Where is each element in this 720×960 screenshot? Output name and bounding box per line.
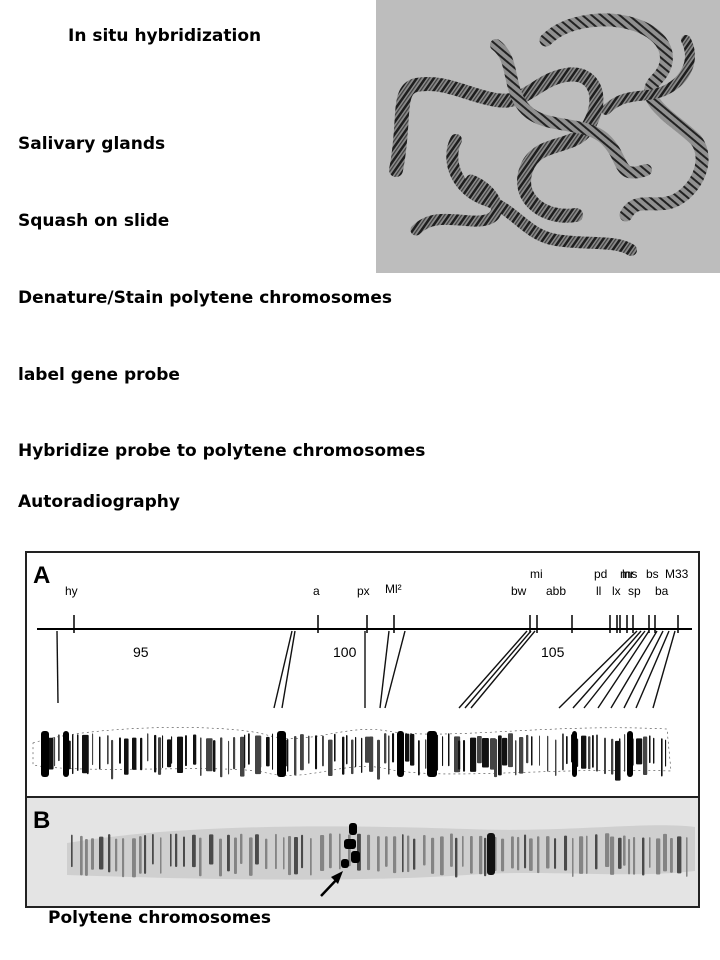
map-number-100: 100 xyxy=(333,644,357,660)
chromosome-drawing xyxy=(32,727,672,781)
gene-m33: M33 xyxy=(665,567,689,581)
step-salivary-glands: Salivary glands xyxy=(18,134,166,154)
map-number-105: 105 xyxy=(541,644,565,660)
panel-b-label: B xyxy=(33,807,50,834)
step-label-probe: label gene probe xyxy=(18,365,180,385)
step-denature-stain: Denature/Stain polytene chromosomes xyxy=(18,288,393,308)
gene-hy: hy xyxy=(65,584,78,598)
gene-mi: mi xyxy=(530,567,543,581)
gene-mr: mr xyxy=(620,567,634,581)
gene-lx: lx xyxy=(612,584,621,598)
gene-bs: bs xyxy=(646,567,659,581)
gene-lns: lns xyxy=(622,567,637,581)
gene-pd: pd xyxy=(594,567,607,581)
map-tick-marks xyxy=(73,615,679,633)
gene-abb: abb xyxy=(546,584,566,598)
polytene-chromosome-micrograph xyxy=(376,0,720,273)
step-squash-on-slide: Squash on slide xyxy=(18,211,170,231)
map-connector-lines xyxy=(56,630,676,709)
gene-px: px xyxy=(357,584,370,598)
chromosome-autoradiograph xyxy=(67,823,695,880)
figure-caption: Polytene chromosomes xyxy=(48,908,272,928)
gene-a: a xyxy=(313,584,320,598)
gene-bw: bw xyxy=(511,584,527,598)
gene-ba: ba xyxy=(655,584,669,598)
step-autoradiography: Autoradiography xyxy=(18,492,180,512)
slide-title: In situ hybridization xyxy=(68,26,262,46)
gene-ll: ll xyxy=(596,584,601,598)
genetic-map-figure: A B 95 100 105 hy a px Ml² bw mi abb pd … xyxy=(25,551,700,908)
map-number-95: 95 xyxy=(133,644,149,660)
signal-arrow-icon xyxy=(320,871,343,897)
panel-a-label: A xyxy=(33,562,50,589)
gene-sp: sp xyxy=(628,584,641,598)
step-hybridize: Hybridize probe to polytene chromosomes xyxy=(18,441,426,461)
gene-ml2: Ml² xyxy=(385,582,402,596)
